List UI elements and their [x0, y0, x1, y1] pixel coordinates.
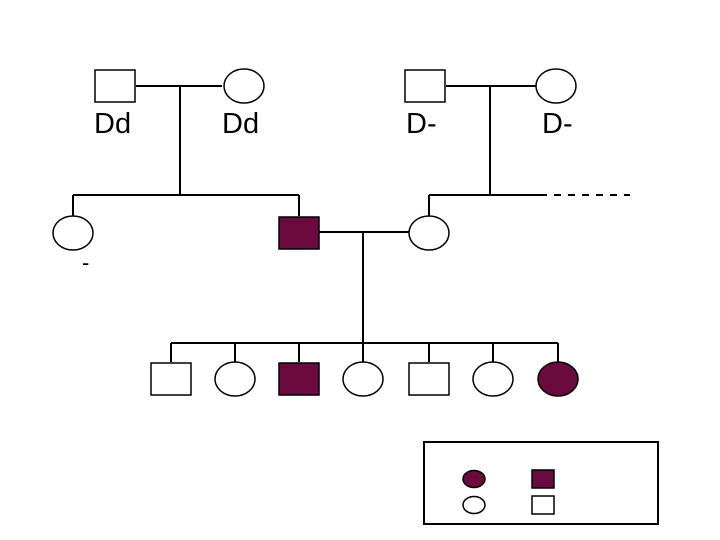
legend-affected-circle — [462, 469, 486, 489]
pedigree-lines — [72, 85, 630, 362]
genotype-label-gen1-father-right: D- — [406, 108, 437, 140]
gen2-sister — [52, 215, 94, 251]
genotype-label-gen1-father-left: Dd — [94, 108, 132, 140]
genotype-label-gen2-sister: - — [82, 250, 90, 275]
gen1-father-right — [404, 69, 446, 103]
gen3-child-5 — [408, 362, 450, 396]
legend-affected-square — [531, 469, 555, 489]
gen1-mother-left — [223, 68, 265, 104]
gen3-child-6 — [472, 361, 514, 397]
gen3-child-3 — [278, 362, 320, 396]
genotype-label-gen1-mother-left: Dd — [222, 108, 260, 140]
genotype-label-gen1-mother-right: D- — [542, 108, 573, 140]
legend-unaffected-circle — [462, 495, 486, 515]
gen1-father-left — [94, 69, 136, 103]
gen3-child-4 — [342, 361, 384, 397]
pedigree-symbols — [52, 68, 579, 397]
gen1-mother-right — [535, 68, 577, 104]
gen3-child-1 — [150, 362, 192, 396]
gen2-spouse — [408, 215, 450, 251]
gen3-child-7 — [537, 361, 579, 397]
legend-unaffected-square — [531, 495, 555, 515]
gen2-affected-male — [278, 216, 320, 250]
legend-box — [423, 441, 659, 525]
gen3-child-2 — [214, 361, 256, 397]
